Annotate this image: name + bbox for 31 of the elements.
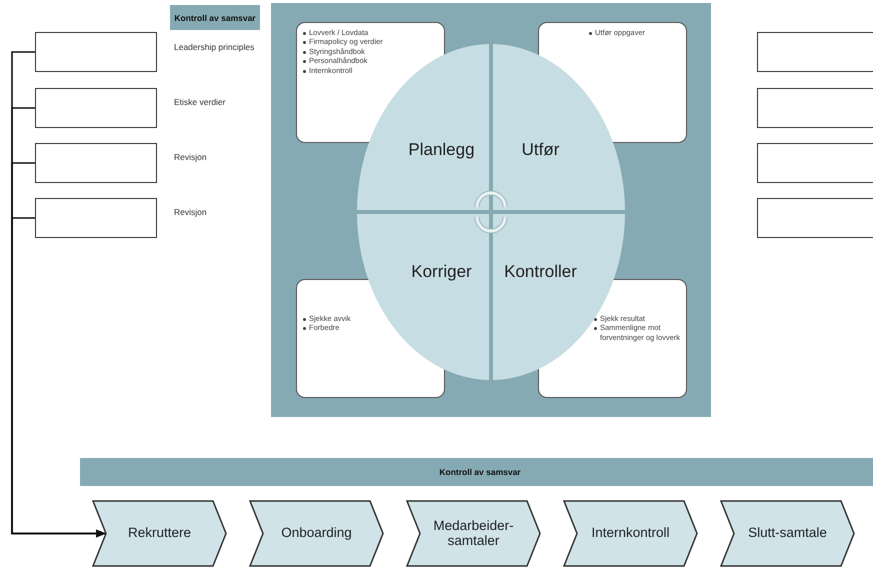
quadrant-label: Utfør: [522, 140, 560, 160]
row-label: Revisjon: [174, 152, 207, 162]
quadrant-label: Korriger: [411, 262, 472, 282]
step-label: Medarbeider-samtaler: [432, 518, 515, 548]
empty-box: [35, 32, 157, 72]
step-label: Onboarding: [280, 526, 353, 541]
step-label: Slutt-samtale: [747, 526, 828, 541]
empty-box: [35, 143, 157, 183]
cycle-panel: [271, 3, 711, 417]
quadrant-label: Planlegg: [408, 140, 475, 160]
process-step: [249, 500, 384, 567]
step-label: Rekruttere: [126, 526, 192, 541]
quadrant-label: Kontroller: [504, 262, 577, 282]
empty-box: [757, 143, 873, 183]
row-label: Etiske verdier: [174, 97, 226, 107]
header-band: Kontroll av samsvar: [170, 5, 260, 30]
empty-box: [35, 88, 157, 128]
empty-box: [757, 198, 873, 238]
row-label: Leadership principles: [174, 42, 254, 52]
header-band: Kontroll av samsvar: [80, 458, 873, 486]
quadrant-segment: [493, 44, 625, 210]
step-label: Internkontroll: [590, 526, 671, 541]
empty-box: [757, 32, 873, 72]
process-step: [92, 500, 227, 567]
row-label: Revisjon: [174, 207, 207, 217]
empty-box: [757, 88, 873, 128]
quadrant-segment: [357, 214, 489, 380]
process-step: [720, 500, 855, 567]
empty-box: [35, 198, 157, 238]
process-step: [406, 500, 541, 567]
process-step: [563, 500, 698, 567]
